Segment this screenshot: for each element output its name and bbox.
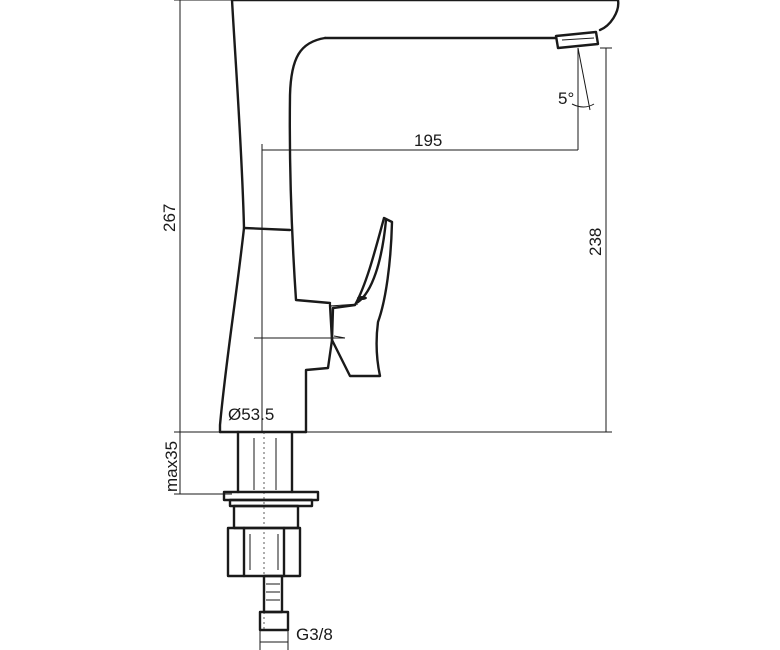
dimension-label-mount-thickness: max35 [162,441,181,492]
supply-hose [258,574,290,632]
dimension-label-spout-reach: 195 [414,131,442,150]
mounting-hex-nut [226,526,302,578]
dimension-mount-thickness [174,432,232,495]
faucet-body [218,0,334,434]
dimension-total-height [174,0,234,433]
dimension-spout-height [306,47,612,433]
dimension-label-thread: G3/8 [296,625,333,644]
spout-angle-annotation [571,47,595,150]
dimension-label-base-diameter: Ø53.5 [228,405,274,424]
dimension-label-total-height: 267 [160,204,179,232]
mounting-washer [222,490,320,530]
faucet-spout [230,0,620,50]
faucet-lever-handle [329,216,394,378]
dimension-thread [259,630,289,650]
dimension-label-spout-height: 238 [586,228,605,256]
dimension-label-spout-angle: 5° [558,89,574,108]
dimension-spout-reach [261,144,578,432]
